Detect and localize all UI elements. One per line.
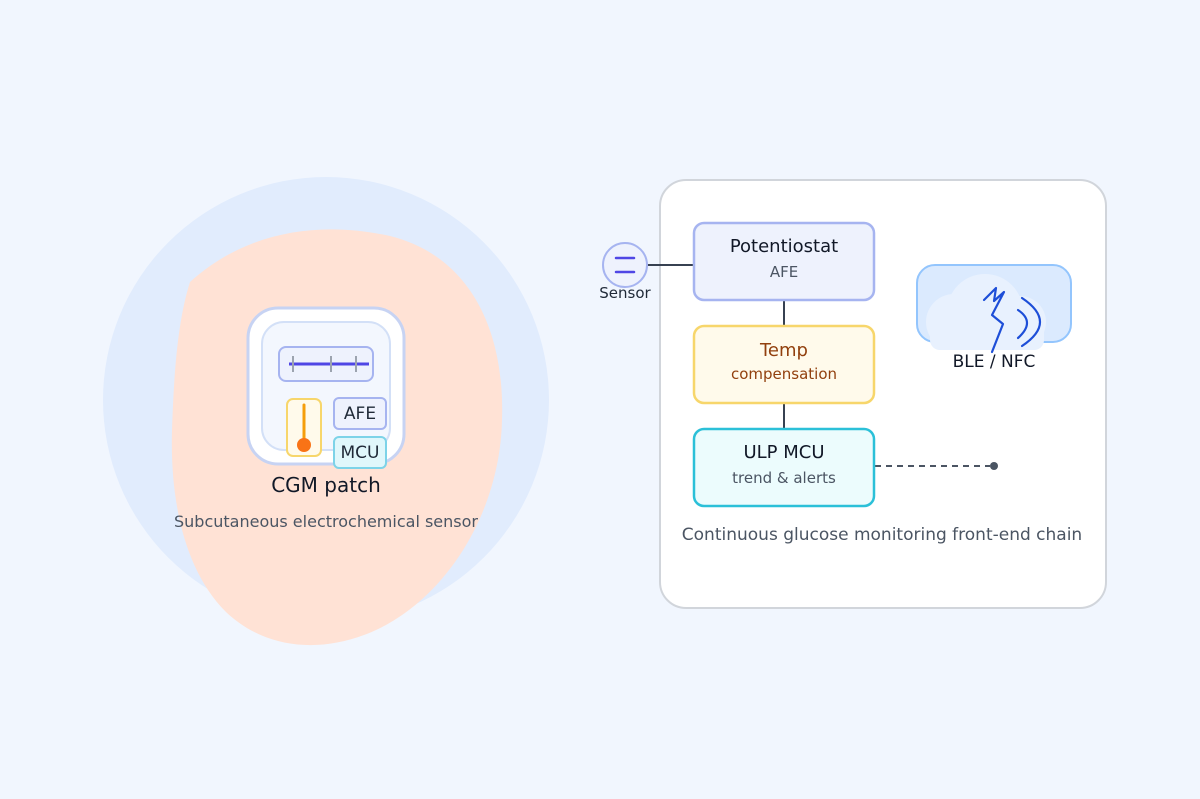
wireless-signal-icon [982,286,1041,354]
potentiostat-title: Potentiostat [730,236,838,257]
temp-title: Temp [759,340,808,361]
electrode-strip [278,346,374,382]
patch-device: AFE MCU [246,306,406,469]
mcu-chip: MCU [333,436,387,469]
patch-inner [261,321,391,451]
patch-illustration: AFE MCU CGM patch Subcutaneous electroch… [103,177,549,646]
sensor-label: Sensor [599,284,651,302]
afe-chip: AFE [333,397,387,430]
potentiostat-block: Potentiostat AFE [692,221,876,302]
temp-subtitle: compensation [731,365,837,383]
patch-subtitle: Subcutaneous electrochemical sensor [174,512,478,531]
mcu-title: ULP MCU [743,442,824,463]
thermometer-icon [286,398,322,457]
wireless-label: BLE / NFC [953,352,1036,372]
ulp-mcu-block: ULP MCU trend & alerts [692,427,876,508]
wireless-module: BLE / NFC [916,264,1072,372]
potentiostat-subtitle: AFE [770,263,798,281]
signal-chain-panel: Sensor Potentiostat AFE Temp compensatio… [599,179,1107,609]
link-endpoint [990,462,998,470]
electrode-sensor-icon [602,242,648,288]
patch-title: CGM patch [271,473,381,497]
mcu-chip-label: MCU [341,443,380,463]
mcu-subtitle: trend & alerts [732,469,836,487]
afe-chip-label: AFE [344,404,376,424]
cloud-icon [926,274,1046,350]
temp-compensation-block: Temp compensation [692,324,876,405]
panel-caption: Continuous glucose monitoring front-end … [682,525,1082,545]
